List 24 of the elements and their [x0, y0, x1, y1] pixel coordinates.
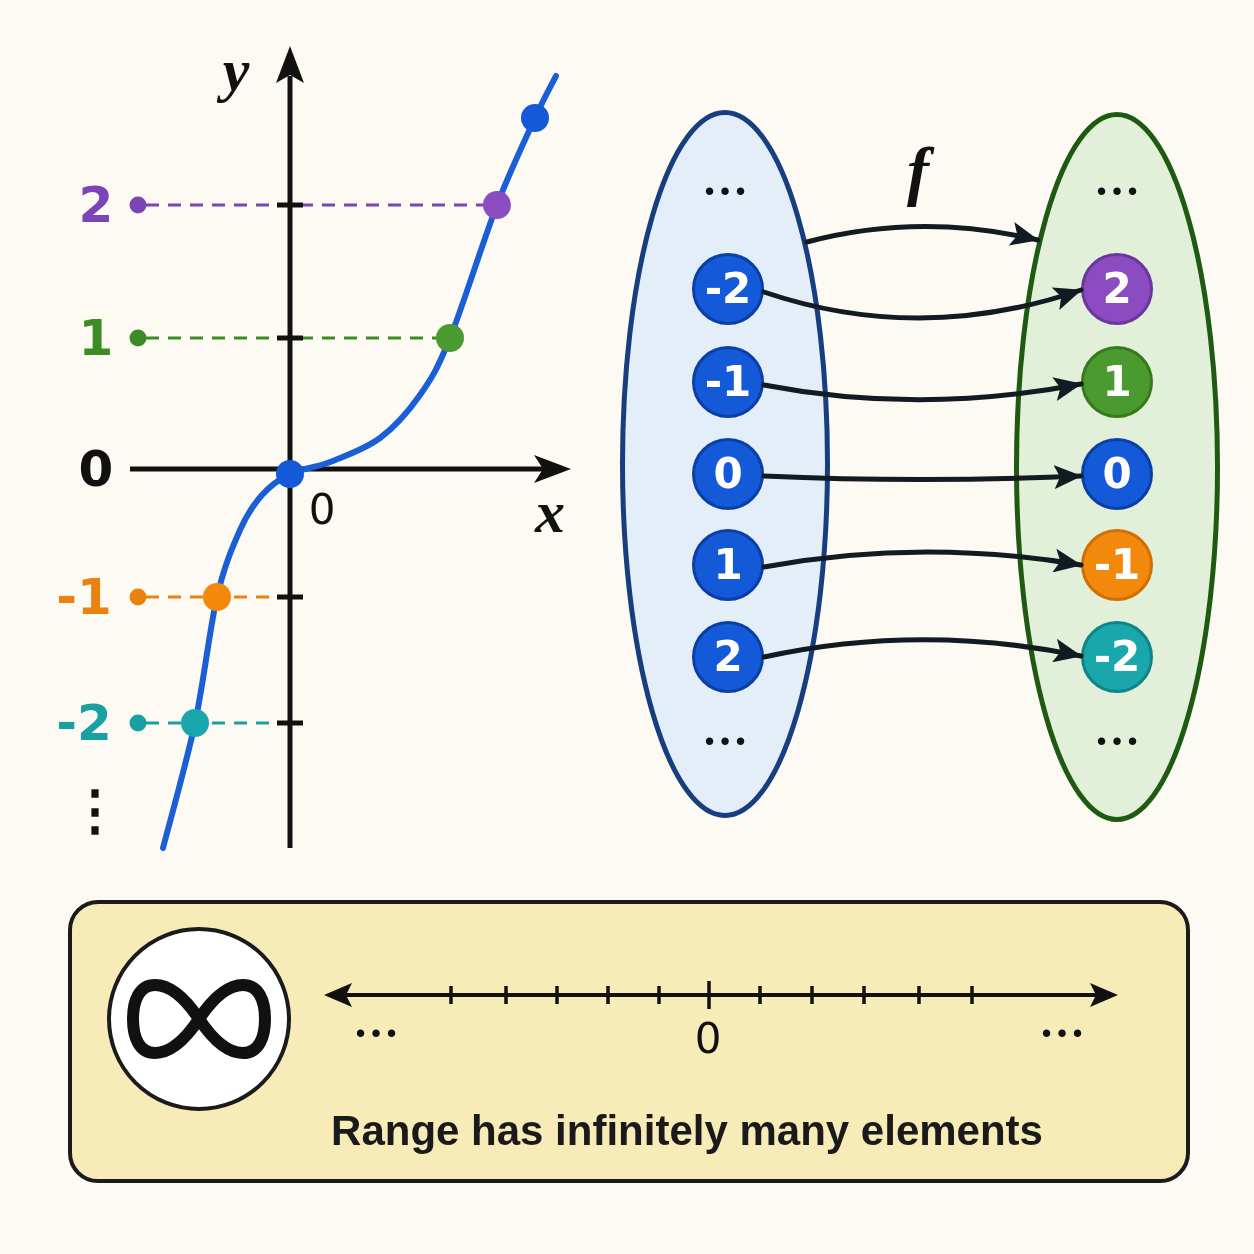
tick-label: -2	[56, 698, 112, 748]
ellipsis-text: …	[702, 157, 748, 203]
ellipsis-text: …	[1094, 157, 1140, 203]
tick-label: 2	[78, 180, 114, 230]
ellipsis-text: …	[1094, 707, 1140, 753]
tick-label: 0	[78, 444, 114, 494]
set-oval	[1014, 112, 1220, 822]
caption-text: Range has infinitely many elements	[331, 1110, 1043, 1152]
tick-label: -1	[56, 572, 112, 622]
arrow	[761, 376, 1084, 403]
edge-label: f	[893, 134, 943, 218]
tick-label: 1	[78, 313, 114, 363]
arrow	[761, 549, 1084, 573]
vertical-ellipsis: ⋮	[68, 783, 122, 837]
info-panel	[68, 900, 1190, 1183]
arrow	[761, 286, 1084, 321]
arrow	[804, 222, 1041, 246]
tick-label: 0	[694, 1018, 722, 1060]
ellipsis-text: …	[1039, 999, 1085, 1045]
set-oval	[620, 110, 830, 818]
ellipsis-text: …	[353, 999, 399, 1045]
ellipsis-text: …	[702, 707, 748, 753]
arrow	[761, 465, 1084, 490]
arrow	[761, 637, 1084, 663]
